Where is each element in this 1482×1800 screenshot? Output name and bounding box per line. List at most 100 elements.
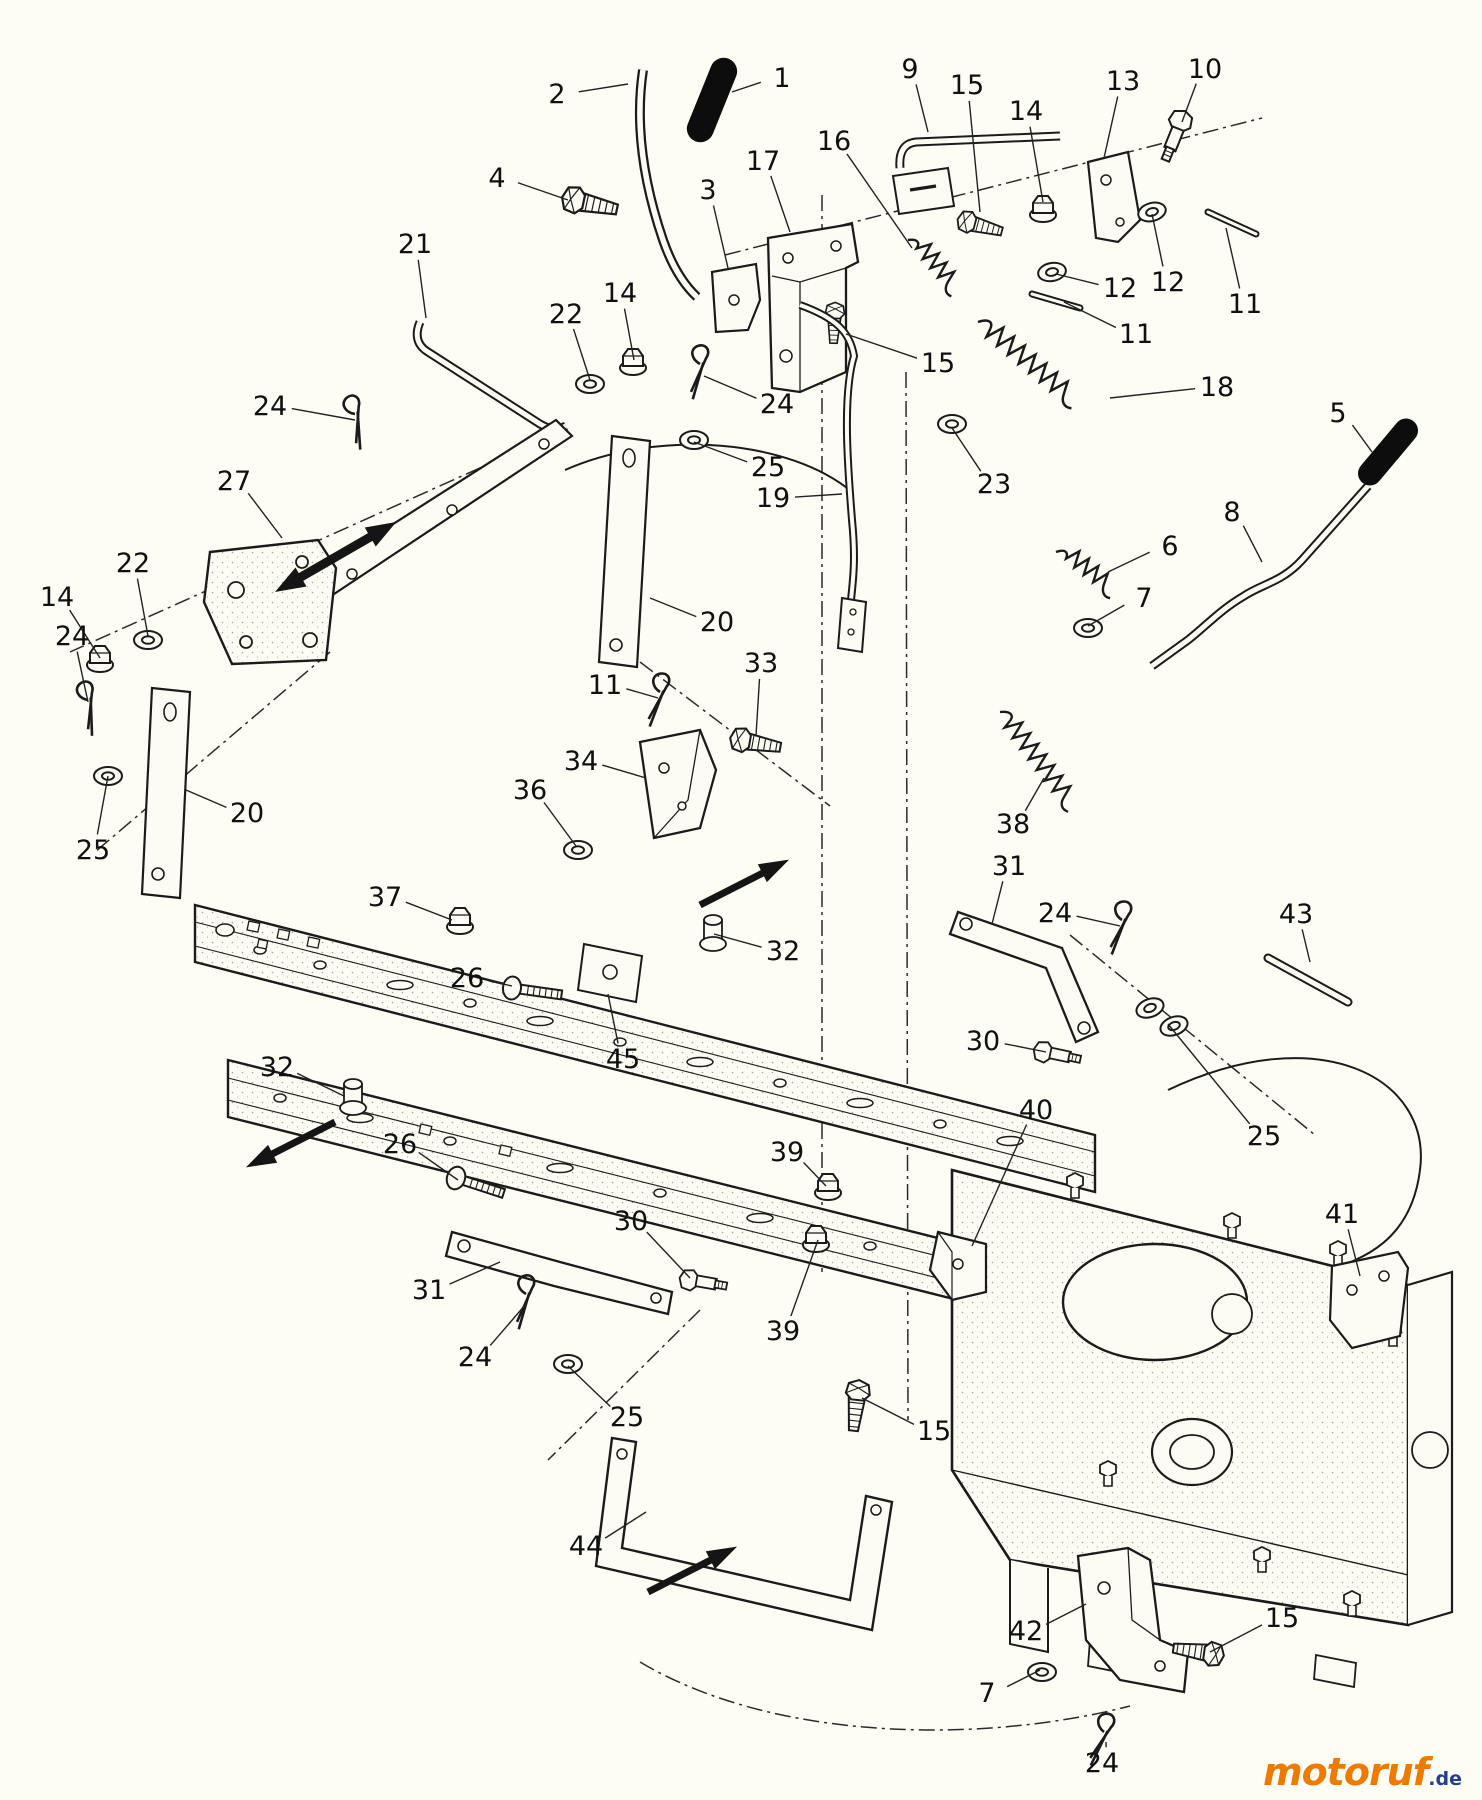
callout-leader-37 [405,901,453,921]
bolt-15-mid [840,1377,873,1434]
callout-leader-39 [790,1239,819,1317]
bolt-15-top [953,207,1006,243]
callout-leader-24 [1076,915,1121,927]
callout-leader-5 [1351,424,1373,453]
bolt-4 [558,183,621,223]
callout-32: 32 [260,1052,294,1083]
callout-4: 4 [488,163,505,194]
callout-leader-14 [1029,126,1044,203]
handle-grip-1 [686,57,738,143]
callout-24: 24 [253,391,287,422]
callout-leader-23 [951,427,982,472]
callout-15: 15 [921,348,955,379]
callout-leader-11 [626,688,659,699]
callout-30: 30 [614,1206,648,1237]
callout-36: 36 [513,775,547,806]
callout-leader-16 [846,153,913,249]
callout-leader-44 [604,1511,647,1539]
callout-leader-7 [1087,604,1125,627]
callout-leader-15 [1209,1624,1263,1653]
callout-7: 7 [1135,583,1152,614]
callout-37: 37 [368,882,402,913]
callout-leader-15 [845,333,918,359]
callout-leader-30 [1004,1043,1047,1053]
callout-16: 16 [817,126,851,157]
callout-leader-24 [703,375,757,399]
callout-leader-22 [572,328,591,381]
callout-leader-39 [803,1162,827,1187]
washer-25-right-1 [1132,993,1168,1023]
callout-leader-8 [1242,525,1263,563]
callout-leader-19 [794,493,843,498]
callout-24: 24 [760,389,794,420]
callout-43: 43 [1279,899,1313,930]
callout-25: 25 [751,452,785,483]
washer-36 [563,840,593,860]
callout-21: 21 [398,229,432,260]
watermark-brand: motoruf [1262,1750,1429,1794]
callout-22: 22 [116,548,150,579]
hanger-strap-20-left [140,686,192,900]
pin-11-right [1204,208,1260,238]
callout-leader-20 [185,789,227,808]
callout-19: 19 [756,483,790,514]
callout-leader-41 [1347,1229,1361,1277]
callout-5: 5 [1329,398,1346,429]
callout-leader-33 [755,678,761,737]
plate-3 [710,262,762,334]
callout-leader-24 [291,407,356,421]
callout-24: 24 [1085,1748,1119,1779]
callout-34: 34 [564,746,598,777]
callout-33: 33 [744,648,778,679]
callout-24: 24 [458,1342,492,1373]
callout-leader-15 [861,1397,915,1425]
direction-arrows [245,522,790,1596]
callout-leader-27 [247,492,283,539]
callout-41: 41 [1325,1199,1359,1230]
callout-2: 2 [548,79,565,110]
callout-leader-11 [1063,301,1117,329]
callout-45: 45 [606,1044,640,1075]
callout-31: 31 [992,851,1026,882]
callout-38: 38 [996,809,1030,840]
callout-39: 39 [770,1137,804,1168]
handle-grip-5 [1358,418,1418,486]
frame-upper-rail [193,903,1097,1194]
callout-32: 32 [766,936,800,967]
callout-leader-38 [1024,777,1045,812]
callout-24: 24 [55,621,89,652]
washer-7-bottom [1027,1662,1057,1682]
callout-leader-36 [543,801,577,847]
watermark-logo: motoruf.de [1263,1750,1462,1794]
callout-leader-4 [517,182,569,201]
callout-9: 9 [901,54,918,85]
bracket-42 [1076,1546,1190,1694]
shoulder-bolt-10 [1153,105,1197,166]
washer-22-mid [575,374,605,394]
nut-37 [446,907,474,935]
callout-leader-25 [96,775,109,835]
callout-leader-9 [915,84,929,133]
pin-24-lowerleft [509,1272,537,1332]
callout-leader-31 [449,1261,501,1285]
spring-38 [992,703,1083,815]
spring-6 [1052,538,1123,601]
callout-1: 1 [773,63,790,94]
bracket-41 [1328,1250,1410,1350]
pin-24-b [683,342,711,402]
washer-23 [937,414,967,434]
bushing-32-lower [339,1078,367,1116]
callout-leader-25 [567,1365,611,1408]
hanger-bracket-44 [594,1436,894,1632]
callout-leader-31 [991,881,1004,925]
lift-arm-31-left [444,1230,674,1316]
callout-leader-1 [731,81,762,93]
callout-15: 15 [1265,1603,1299,1634]
callout-leader-42 [1045,1603,1087,1626]
bolt-33 [727,725,784,760]
callout-leader-34 [602,764,647,779]
washer-25-right-2 [1156,1011,1192,1041]
shoulder-bolt-30-right [1030,1038,1084,1071]
pin-24-right [1102,898,1135,958]
